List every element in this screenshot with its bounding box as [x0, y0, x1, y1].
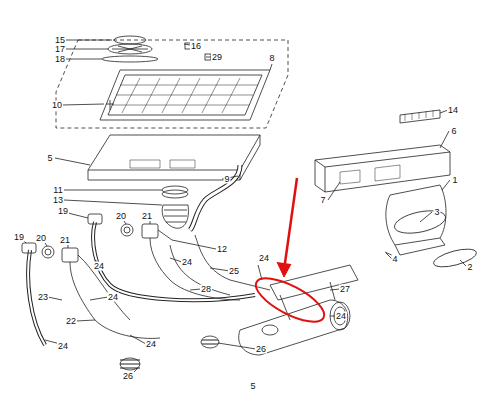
callout-number: 1 [451, 176, 458, 185]
callout-number: 26 [255, 345, 267, 354]
callout-number: 5 [249, 382, 256, 391]
callout-number: 9 [223, 175, 230, 184]
callout-number: 22 [65, 317, 77, 326]
callout-number: 6 [450, 127, 457, 136]
callout-number: 28 [200, 285, 212, 294]
callout-number: 19 [13, 233, 25, 242]
callout-number: 13 [52, 196, 64, 205]
callout-number: 24 [107, 293, 119, 302]
callout-number: 17 [54, 45, 66, 54]
callout-number: 24 [57, 342, 69, 351]
callout-number: 4 [391, 255, 398, 264]
callout-number: 16 [190, 42, 202, 51]
callout-number: 24 [181, 258, 193, 267]
callout-number: 20 [35, 234, 47, 243]
callout-number: 23 [37, 293, 49, 302]
callout-number: 11 [52, 186, 63, 195]
callout-number: 2 [466, 263, 473, 272]
callout-number: 24 [335, 312, 347, 321]
callout-number: 24 [258, 254, 270, 263]
callout-number: 3 [433, 208, 440, 217]
callout-number: 21 [59, 236, 71, 245]
callout-number: 29 [211, 53, 223, 62]
callout-number: 25 [228, 267, 240, 276]
callout-number: 26 [122, 372, 134, 381]
callout-number: 20 [115, 212, 127, 221]
callout-number: 24 [93, 262, 105, 271]
callout-number: 7 [319, 196, 326, 205]
callout-number: 10 [51, 101, 63, 110]
callout-number: 5 [46, 154, 53, 163]
callout-number: 18 [54, 55, 66, 64]
callout-number: 15 [54, 36, 66, 45]
callout-number: 27 [339, 285, 351, 294]
callout-number: 24 [145, 340, 157, 349]
callout-number: 8 [268, 54, 275, 63]
callout-number: 21 [141, 212, 153, 221]
callout-number: 14 [447, 106, 459, 115]
callout-number: 19 [57, 207, 69, 216]
callout-number: 12 [216, 245, 228, 254]
